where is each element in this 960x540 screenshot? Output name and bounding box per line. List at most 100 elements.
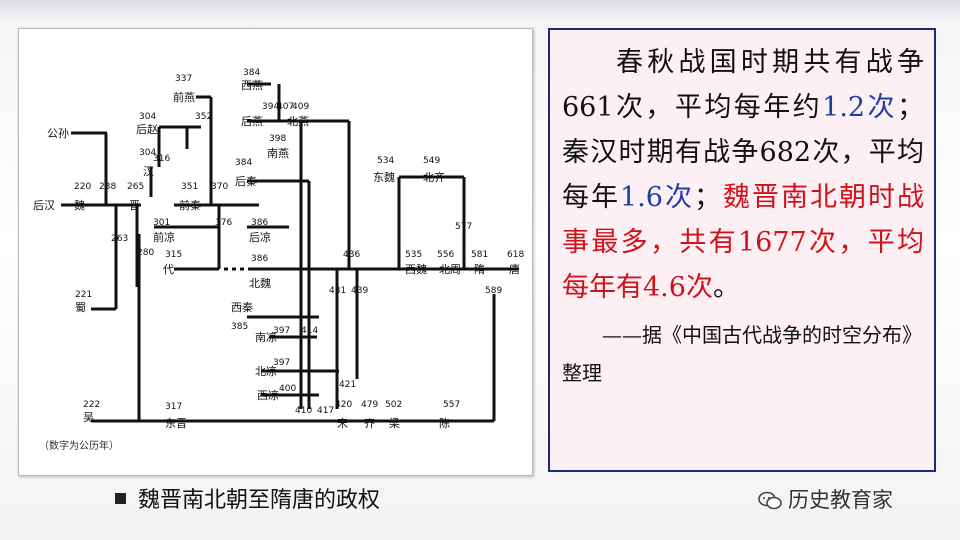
year-436: 436 <box>343 250 360 260</box>
label-nanliang: 南凉 <box>255 330 277 344</box>
label-nanyan: 南燕 <box>267 147 289 160</box>
watermark-text: 历史教育家 <box>788 488 893 512</box>
year-556: 556 <box>437 250 454 260</box>
label-wu: 吴 <box>83 411 94 424</box>
year-431: 431 <box>329 286 346 296</box>
year-220: 220 <box>74 182 91 192</box>
year-409: 409 <box>292 102 309 112</box>
year-410: 410 <box>295 406 312 416</box>
label-houzhao: 后赵 <box>136 122 158 136</box>
label-shu: 蜀 <box>75 301 86 314</box>
year-385: 385 <box>231 322 248 332</box>
label-xiwei: 西魏 <box>405 262 427 276</box>
year-557: 557 <box>443 400 460 410</box>
year-394: 394 <box>262 102 279 112</box>
watermark: 历史教育家 <box>758 484 893 516</box>
top-band <box>0 0 960 22</box>
year-351: 351 <box>181 182 198 192</box>
label-dongwei: 东魏 <box>373 170 395 184</box>
year-535: 535 <box>405 250 422 260</box>
label-hanzhao: 汉 <box>143 165 154 178</box>
label-qianliang: 前凉 <box>153 230 175 244</box>
label-dai: 代 <box>163 263 174 276</box>
year-384a: 384 <box>243 68 260 78</box>
year-386a: 386 <box>251 218 268 228</box>
year-417: 417 <box>317 406 334 416</box>
label-gongsun: 公孙 <box>47 127 69 140</box>
label-xiyan: 西燕 <box>241 79 263 92</box>
source-citation: ——据《中国古代战争的时空分布》整理 <box>562 323 922 385</box>
year-400: 400 <box>279 384 296 394</box>
year-577: 577 <box>455 222 472 232</box>
label-xiqin: 西秦 <box>231 300 253 314</box>
year-398: 398 <box>269 134 286 144</box>
year-238: 238 <box>99 182 116 192</box>
year-304b: 304 <box>139 148 156 158</box>
year-581: 581 <box>471 250 488 260</box>
caption-text: 魏晋南北朝至隋唐的政权 <box>138 488 381 513</box>
label-beiliang: 北凉 <box>255 364 277 378</box>
year-502: 502 <box>385 400 402 410</box>
year-315: 315 <box>165 250 182 260</box>
text-segment-2: ；秦汉时期有战争682次，平均每年 <box>562 92 924 213</box>
label-xiliang: 西凉 <box>257 388 279 402</box>
year-222: 222 <box>83 400 100 410</box>
regime-lines-svg: （数字为公历年） 公孙 后汉 魏 晋 蜀 吴 汉 后赵 前燕 前秦 前凉 代 西… <box>33 68 524 452</box>
regime-diagram: （数字为公历年） 公孙 后汉 魏 晋 蜀 吴 汉 后赵 前燕 前秦 前凉 代 西… <box>18 28 533 476</box>
year-370: 370 <box>211 182 228 192</box>
text-highlight-4-6: 4.6次 <box>643 272 713 303</box>
year-263: 263 <box>111 234 128 244</box>
bullet-square-icon <box>115 493 126 504</box>
year-265: 265 <box>127 182 144 192</box>
year-407: 407 <box>277 102 294 112</box>
label-liang: 梁 <box>389 416 400 430</box>
year-317: 317 <box>165 402 182 412</box>
label-beiwei: 北魏 <box>249 276 271 290</box>
year-304a: 304 <box>139 112 156 122</box>
label-sui: 隋 <box>474 262 485 276</box>
year-479: 479 <box>361 400 378 410</box>
year-337: 337 <box>175 74 192 84</box>
diagram-note: （数字为公历年） <box>39 439 119 452</box>
label-tang: 唐 <box>509 262 520 276</box>
label-jin: 晋 <box>129 199 140 212</box>
text-highlight-1-6: 1.6次 <box>620 182 694 213</box>
text-segment-end: 。 <box>712 272 740 303</box>
label-beiyan: 北燕 <box>287 115 309 128</box>
year-420: 420 <box>335 400 352 410</box>
label-qianyan: 前燕 <box>173 90 195 104</box>
year-352: 352 <box>195 112 212 122</box>
year-439: 439 <box>351 286 368 296</box>
year-589: 589 <box>485 286 502 296</box>
year-301: 301 <box>153 218 170 228</box>
text-highlight-1-2: 1.2次 <box>822 92 897 123</box>
year-397a: 397 <box>273 326 290 336</box>
label-houhan: 后汉 <box>33 199 55 212</box>
wechat-icon <box>758 491 782 516</box>
label-song: 宋 <box>337 416 348 430</box>
label-qi: 齐 <box>364 416 375 430</box>
text-segment-1: 春秋战国时期共有战争661次，平均每年约 <box>562 47 924 123</box>
label-dongjin: 东晋 <box>165 417 187 430</box>
year-280: 280 <box>137 248 154 258</box>
label-houqin: 后秦 <box>235 174 257 188</box>
label-chen: 陈 <box>439 416 450 430</box>
year-384b: 384 <box>235 158 252 168</box>
year-386b: 386 <box>251 254 268 264</box>
text-segment-3: ； <box>693 182 721 213</box>
label-houyan: 后燕 <box>241 115 263 128</box>
label-beiqi: 北齐 <box>423 170 445 184</box>
text-highlight-weijin: 魏晋南北朝时战事最多，共有1677次，平均每年有 <box>562 182 924 303</box>
statistics-text-panel: 春秋战国时期共有战争661次，平均每年约1.2次；秦汉时期有战争682次，平均每… <box>548 28 936 472</box>
year-221: 221 <box>75 290 92 300</box>
year-397b: 397 <box>273 358 290 368</box>
diagram-caption: 魏晋南北朝至隋唐的政权 <box>115 482 380 514</box>
year-534: 534 <box>377 156 394 166</box>
year-414: 414 <box>301 326 318 336</box>
war-statistics-paragraph: 春秋战国时期共有战争661次，平均每年约1.2次；秦汉时期有战争682次，平均每… <box>562 40 924 310</box>
year-376: 376 <box>215 218 232 228</box>
year-421: 421 <box>339 380 356 390</box>
label-qianqin: 前秦 <box>179 198 201 212</box>
label-wei: 魏 <box>74 198 85 212</box>
label-houliang: 后凉 <box>249 230 271 244</box>
